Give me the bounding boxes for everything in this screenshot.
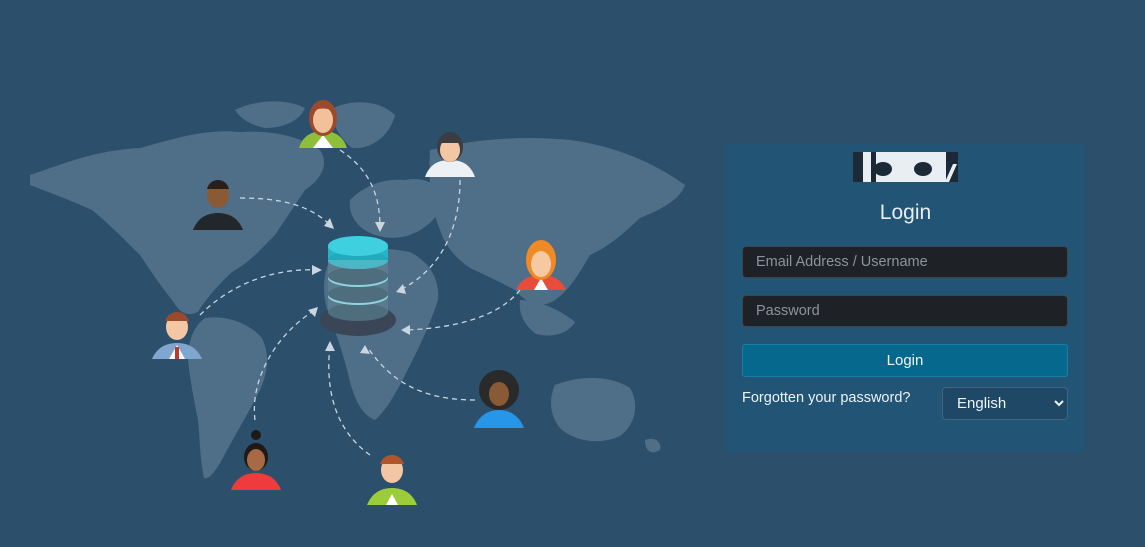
person-avatar-6: [231, 430, 281, 490]
password-input[interactable]: [742, 295, 1068, 327]
forgot-password-link[interactable]: Forgotten your password?: [742, 390, 911, 406]
person-avatar-2: [425, 132, 475, 177]
network-illustration: [30, 100, 685, 505]
login-title: Login: [879, 201, 932, 224]
arrow-heads: [308, 218, 410, 354]
language-select[interactable]: English: [942, 387, 1068, 420]
person-avatar-3: [193, 180, 243, 230]
email-username-input[interactable]: [742, 246, 1068, 278]
person-avatar-1: [299, 100, 347, 148]
person-avatar-7: [367, 455, 417, 505]
brand-logo-icon: [853, 152, 958, 182]
login-panel: Login Login Forgotten your password? Eng…: [726, 144, 1085, 452]
login-button[interactable]: Login: [742, 344, 1068, 377]
person-avatar-5: [152, 312, 202, 359]
world-map: [30, 101, 685, 479]
database-icon: [320, 236, 396, 336]
person-avatar-8: [474, 370, 524, 428]
connection-lines: [199, 149, 521, 456]
person-avatar-4: [516, 240, 566, 290]
